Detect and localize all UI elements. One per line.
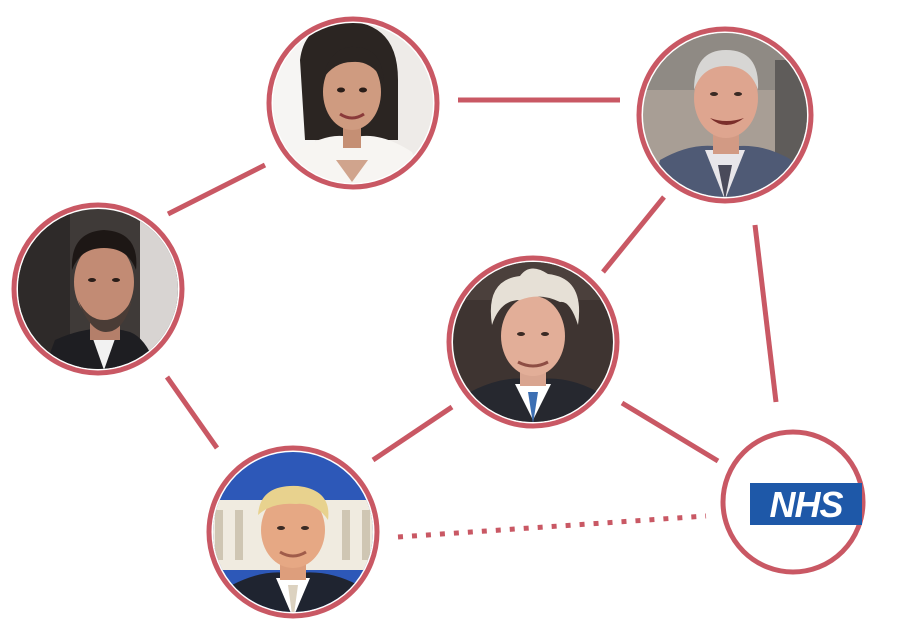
edge-bottom-nhs-dotted <box>397 513 707 540</box>
edge-left-bottom <box>164 375 220 450</box>
node-ring <box>636 26 814 204</box>
bearded-man-portrait-icon <box>18 209 178 369</box>
nhs-logo-box <box>750 483 862 525</box>
edge-topright-center <box>601 195 666 274</box>
node-person-top-right[interactable] <box>636 26 815 205</box>
nhs-logo: NHS <box>750 483 862 525</box>
edges-group <box>164 97 779 540</box>
node-ring <box>206 445 380 619</box>
nhs-logo-text: NHS <box>769 484 843 525</box>
node-person-left[interactable] <box>10 200 190 380</box>
edge-center-bottom <box>371 404 454 463</box>
edge-center-nhs <box>620 400 720 464</box>
node-ring <box>266 16 440 190</box>
node-ring <box>11 202 185 376</box>
node-person-bottom[interactable] <box>205 445 385 625</box>
node-person-center[interactable] <box>446 255 620 430</box>
node-person-top[interactable] <box>266 16 440 190</box>
node-ring <box>446 255 620 429</box>
edge-top-left <box>166 162 267 217</box>
edge-topright-nhs <box>752 224 779 403</box>
node-nhs[interactable]: NHS <box>720 429 866 575</box>
